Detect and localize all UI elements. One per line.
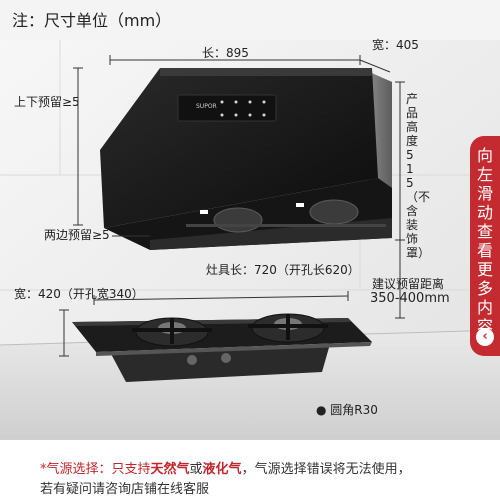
page-title: 注：尺寸单位（mm） [12, 11, 172, 30]
stove-width-label: 宽：420（开孔宽340） [14, 287, 144, 301]
hood-fan-right [309, 199, 359, 225]
gas-source-note: *气源选择：只支持天然气或液化气，气源选择错误将无法使用， 若有疑问请咨询店铺在… [0, 440, 500, 500]
width-dimension-label: 宽：405 [372, 38, 419, 52]
swipe-hint-text: 向左滑动查看更多内容 [476, 146, 493, 336]
burner-left [132, 317, 212, 347]
note-line-1: *气源选择：只支持天然气或液化气，气源选择错误将无法使用， [40, 458, 411, 477]
note-prefix: *气源选择：只支持 [40, 462, 151, 477]
stove-length-label: 灶具长：720（开孔长620） [206, 263, 360, 277]
top-bottom-clearance-label: 上下预留≥5 [14, 95, 80, 109]
install-distance-value: 350-400mm [370, 291, 450, 306]
install-distance-label: 建议预留距离 [372, 277, 445, 291]
burner-right [248, 313, 328, 343]
note-line-2: 若有疑问请咨询店铺在线客服 [40, 482, 210, 497]
natural-gas-text: 天然气 [150, 462, 190, 477]
chevron-left-icon: ‹ [476, 328, 494, 346]
hood-control-panel [177, 94, 277, 122]
swipe-hint-tab[interactable]: 向左滑动查看更多内容 ‹ [470, 136, 500, 356]
product-height-label: 产品高度515（不含装饰罩） [406, 92, 431, 260]
product-illustration [0, 40, 500, 440]
length-dimension-label: 长：895 [202, 46, 249, 60]
hood-glass-panel [100, 68, 378, 228]
note-suffix: ，气源选择错误将无法使用， [241, 462, 411, 477]
or-text: 或 [189, 462, 203, 477]
hood-fan-left [213, 207, 263, 233]
brand-logo: SUPOR [196, 103, 217, 110]
lpg-text: 液化气 [202, 462, 242, 477]
side-clearance-label: 两边预留≥5 [44, 228, 110, 242]
corner-radius-label: ● 圆角R30 [316, 403, 378, 417]
